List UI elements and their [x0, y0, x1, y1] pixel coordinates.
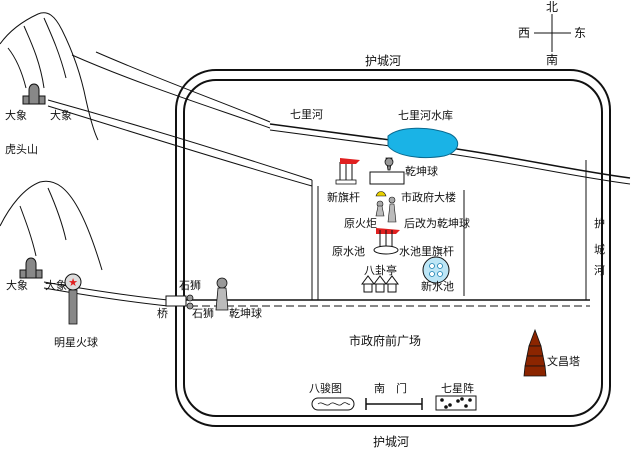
qili-reservoir-label: 七里河水库 [398, 109, 453, 122]
compass-west-label: 西 [518, 26, 531, 40]
stone-lion-label-2: 石狮 [192, 307, 214, 320]
compass-north-label: 北 [546, 0, 559, 14]
star-fireball-icon: ★ [64, 273, 82, 325]
moat-inner-wall [183, 79, 603, 417]
elephant-label-lower-left: 大象 [6, 279, 28, 292]
bagua-pavilion-icon [361, 275, 399, 293]
pool-flagpole-label: 水池里旗杆 [399, 245, 454, 258]
stone-lion-label-1: 石狮 [179, 279, 201, 292]
plaza-label: 市政府前广场 [349, 334, 422, 348]
elephant-gate-upper [22, 83, 46, 105]
qili-river-label: 七里河 [290, 108, 323, 121]
city-hall-label: 市政府大楼 [401, 191, 456, 204]
reservoir-water [387, 127, 459, 159]
compass-south-label: 南 [546, 53, 559, 67]
tiger-head-mountain-label: 虎头山 [5, 143, 38, 156]
qiankun-ball-bottom-label: 乾坤球 [229, 307, 262, 320]
new-flagpole-label: 新旗杆 [327, 191, 360, 204]
qiankun-ball-bottom-icon [215, 277, 229, 311]
stone-lion-icons [186, 294, 194, 310]
old-torch-label: 原火炬 [344, 217, 377, 230]
changed-to-ball-label: 后改为乾坤球 [404, 217, 470, 230]
compass-rose [534, 14, 571, 52]
new-pool-icon [422, 256, 450, 284]
elephant-gate-lower [19, 257, 43, 279]
wenchang-tower-label: 文昌塔 [547, 355, 580, 368]
moat-right-label-2: 城 [594, 243, 605, 256]
elephant-label-upper-right: 大象 [50, 109, 72, 122]
eight-horses-icon [311, 397, 355, 411]
moat-outer-wall [175, 69, 611, 427]
old-pool-label: 原水池 [332, 245, 365, 258]
seven-stars-icon [435, 395, 477, 411]
mountain-upper [0, 12, 99, 141]
moat-right-label-3: 河 [594, 264, 605, 277]
new-flagpole-icon [335, 158, 360, 185]
old-torch-icon [375, 191, 397, 223]
mountain-lower [0, 180, 103, 271]
qiankun-ball-top-label: 乾坤球 [405, 165, 438, 178]
seven-stars-label: 七星阵 [441, 382, 474, 395]
elephant-label-lower-right: 大象 [45, 279, 67, 292]
new-pool-label: 新水池 [421, 280, 454, 293]
bagua-pavilion-label: 八卦亭 [364, 264, 397, 277]
bridge-label: 桥 [157, 307, 168, 320]
wenchang-tower-icon [523, 328, 547, 377]
qiankun-ball-top-icon [369, 157, 405, 185]
compass-east-label: 东 [574, 26, 587, 40]
elephant-label-upper-left: 大象 [5, 109, 27, 122]
south-gate-label: 南 门 [374, 382, 407, 395]
pool-flagpole-icon [373, 228, 400, 255]
south-gate-icon [365, 398, 423, 410]
svg-text:★: ★ [68, 276, 78, 289]
moat-right-label-1: 护 [594, 217, 605, 230]
roads [43, 51, 319, 307]
eight-horses-label: 八骏图 [309, 382, 342, 395]
bridge-shape [165, 295, 187, 307]
moat-bottom-label: 护城河 [373, 435, 410, 449]
star-fireball-label: 明星火球 [54, 336, 98, 349]
moat-top-label: 护城河 [365, 54, 402, 68]
